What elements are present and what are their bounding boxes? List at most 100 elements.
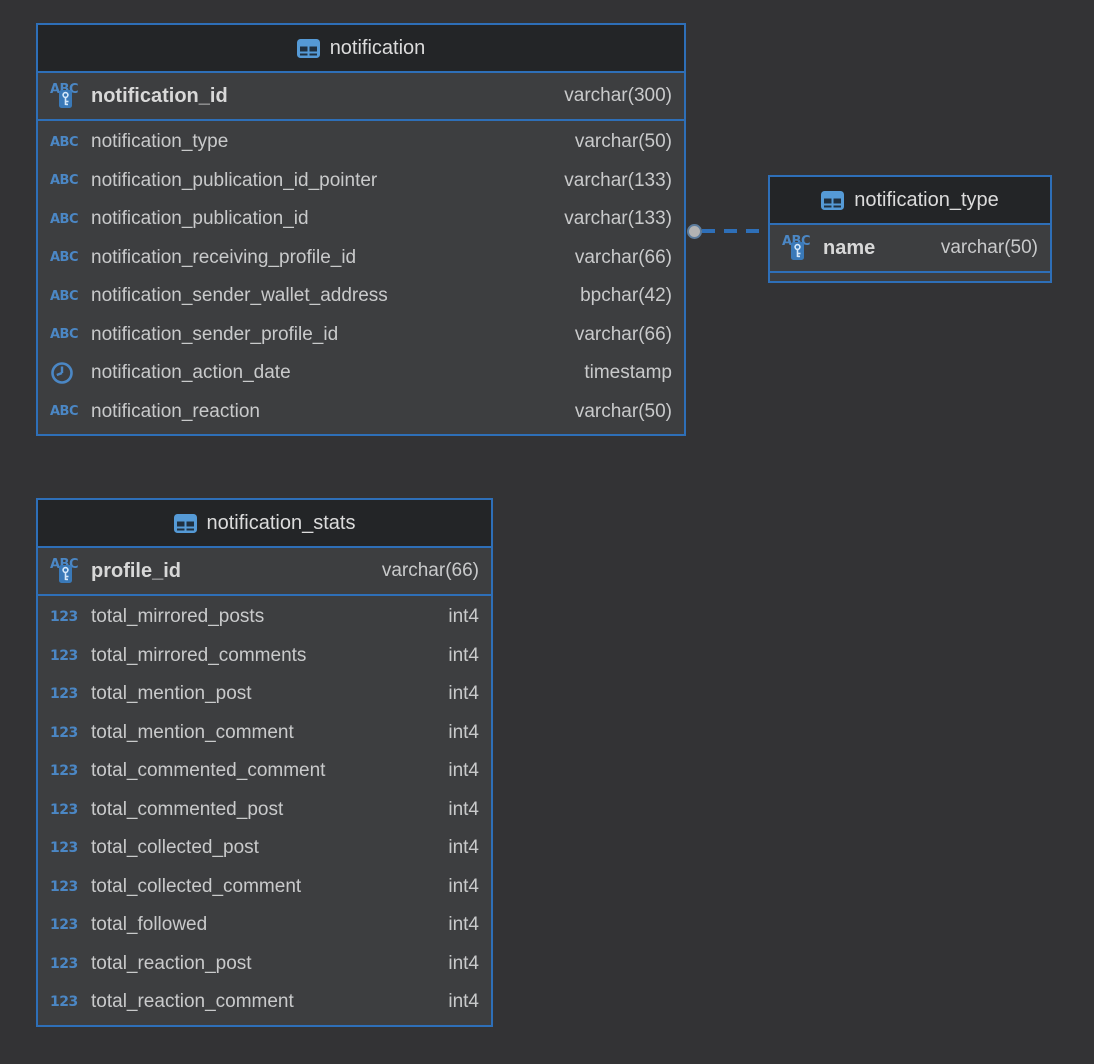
text-type-icon: ABC (50, 404, 79, 420)
column-name: notification_type (91, 131, 229, 153)
column-name: notification_action_date (91, 362, 291, 384)
column-name: notification_sender_profile_id (91, 323, 339, 345)
column-name: total_commented_comment (91, 760, 326, 782)
column-type: int4 (448, 683, 479, 705)
pk-column-type: varchar(300) (564, 85, 672, 106)
column-name: total_mirrored_comments (91, 644, 307, 666)
text-pk-icon: ABC (782, 233, 811, 263)
text-type-icon: ABC (50, 288, 79, 304)
table-icon (173, 513, 197, 533)
table-header[interactable]: notification (38, 25, 684, 73)
column-type: varchar(66) (574, 246, 672, 268)
column-name: total_mention_post (91, 683, 252, 705)
table-title: notification_type (854, 188, 999, 211)
column-type: timestamp (584, 362, 672, 384)
column-type: int4 (448, 914, 479, 936)
number-type-icon: 123 (50, 840, 78, 857)
pk-column-type: varchar(50) (940, 237, 1038, 258)
column-name: total_mirrored_posts (91, 606, 265, 628)
relation-endpoint-circle[interactable] (686, 223, 702, 239)
column-row: 123 total_commented_comment int4 (38, 752, 491, 791)
column-name: total_followed (91, 914, 208, 936)
column-type: int4 (448, 991, 479, 1013)
text-type-icon: ABC (50, 250, 79, 266)
number-type-icon: 123 (50, 801, 78, 818)
table-icon (821, 190, 845, 210)
column-type: varchar(133) (564, 169, 672, 191)
column-type: int4 (448, 760, 479, 782)
table-title: notification (329, 36, 426, 59)
relation-line-notification-notification_type[interactable] (702, 229, 768, 233)
column-name: total_commented_post (91, 798, 284, 820)
column-name: total_reaction_post (91, 952, 252, 974)
column-type: int4 (448, 875, 479, 897)
primary-key-icon (59, 90, 72, 108)
column-row: ABC notification_receiving_profile_id varc… (38, 239, 684, 278)
column-name: total_mention_comment (91, 721, 294, 743)
column-type: varchar(50) (574, 131, 672, 153)
number-type-icon: 123 (50, 763, 78, 780)
primary-key-section: ABC name varchar(50) (770, 225, 1050, 273)
text-type-icon: ABC (50, 134, 79, 150)
primary-key-icon (59, 565, 72, 583)
text-type-icon: ABC (50, 173, 79, 189)
pk-column-type: varchar(66) (381, 560, 479, 581)
columns-section (770, 273, 1050, 281)
number-type-icon: 123 (50, 724, 78, 741)
column-name: notification_publication_id_pointer (91, 169, 378, 191)
column-row: ABC notification_publication_id_pointer va… (38, 162, 684, 201)
table-header[interactable]: notification_stats (38, 500, 491, 548)
column-row: 123 total_mention_post int4 (38, 675, 491, 714)
pk-column-name: notification_id (91, 84, 228, 107)
columns-section: 123 total_mirrored_posts int4 123 total_mirr… (38, 596, 491, 1025)
column-name: total_reaction_comment (91, 991, 294, 1013)
column-type: varchar(66) (574, 323, 672, 345)
number-type-icon: 123 (50, 955, 78, 972)
column-name: total_collected_post (91, 837, 259, 859)
table-header[interactable]: notification_type (770, 177, 1050, 225)
datetime-type-icon (51, 362, 73, 385)
number-type-icon: 123 (50, 994, 78, 1011)
number-type-icon: 123 (50, 647, 78, 664)
number-type-icon: 123 (50, 917, 78, 934)
column-row: 123 total_reaction_post int4 (38, 945, 491, 984)
column-name: notification_reaction (91, 400, 260, 422)
column-type: varchar(133) (564, 208, 672, 230)
column-type: bpchar(42) (580, 285, 672, 307)
column-type: int4 (448, 606, 479, 628)
column-name: notification_receiving_profile_id (91, 246, 357, 268)
column-row: ABC notification_sender_profile_id varchar… (38, 316, 684, 355)
column-row: 123 total_followed int4 (38, 906, 491, 945)
column-row: 123 total_reaction_comment int4 (38, 983, 491, 1022)
table-title: notification_stats (206, 511, 356, 534)
column-type: int4 (448, 837, 479, 859)
number-type-icon: 123 (50, 686, 78, 703)
table-icon (296, 38, 320, 58)
column-name: total_collected_comment (91, 875, 302, 897)
column-row: notification_action_date timestamp (38, 354, 684, 393)
text-type-icon: ABC (50, 327, 79, 343)
column-type: int4 (448, 952, 479, 974)
pk-column-name: name (823, 236, 876, 259)
primary-key-icon (791, 242, 804, 260)
column-name: notification_publication_id (91, 208, 309, 230)
column-row: 123 total_collected_post int4 (38, 829, 491, 868)
column-row: ABC notification_type varchar(50) (38, 123, 684, 162)
text-pk-icon: ABC (50, 556, 79, 586)
